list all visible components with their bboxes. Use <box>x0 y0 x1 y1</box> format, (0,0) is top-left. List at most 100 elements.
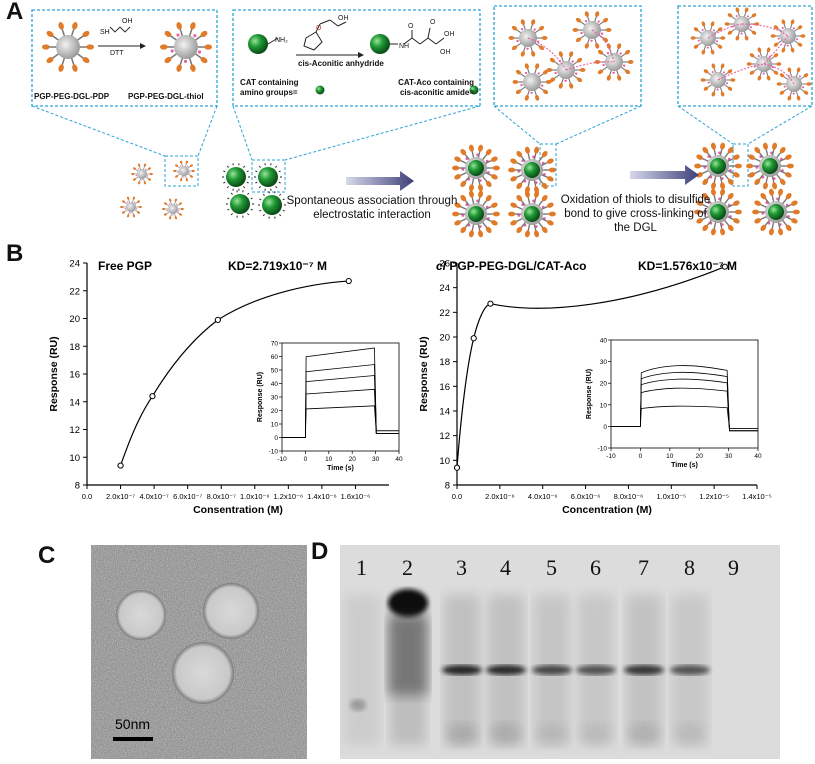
x-tick-label: 1.0x10⁻⁶ <box>240 492 270 501</box>
inset-x-tick: -10 <box>606 453 616 460</box>
inset-x-tick: 10 <box>666 453 674 460</box>
dendrimer <box>120 196 142 218</box>
gel-lane-label: 9 <box>728 555 739 580</box>
inset-trace <box>611 371 758 432</box>
x-tick-label: 1.2x10⁻⁵ <box>699 492 729 501</box>
electrophoresis-gel <box>340 545 780 759</box>
inset-trace <box>611 387 758 432</box>
inset-y-tick: 10 <box>271 422 279 429</box>
inset-x-tick: 10 <box>325 456 333 463</box>
x-tick-label: 1.2x10⁻⁶ <box>274 492 304 501</box>
data-point <box>117 462 124 469</box>
lane-band <box>442 665 482 675</box>
x-tick-label: 0.0 <box>82 492 92 501</box>
scale-bar-label: 50nm <box>115 716 151 732</box>
svg-text:O: O <box>430 19 436 26</box>
x-tick-label: 1.4x10⁻⁵ <box>742 492 772 501</box>
caption-association: Spontaneous association through electros… <box>286 195 458 221</box>
y-tick-label: 14 <box>439 407 450 418</box>
dendrimer <box>159 22 213 72</box>
inset-y-tick: -10 <box>269 449 279 456</box>
inset-x-tick: 30 <box>725 453 733 460</box>
inset-y-tick: 50 <box>271 368 279 375</box>
scale-bar <box>113 737 153 741</box>
inset-y-tick: 40 <box>600 338 608 345</box>
data-point <box>214 316 221 323</box>
inset-y-tick: 30 <box>600 359 608 366</box>
y-tick-label: 22 <box>439 308 450 319</box>
inset-y-tick: 30 <box>271 395 279 402</box>
data-point <box>345 277 352 285</box>
data-point <box>721 263 728 270</box>
x-axis-label: Concentration (M) <box>562 504 652 516</box>
panel-a-scheme: NH O OH O OH O OH <box>31 5 813 238</box>
data-point <box>487 300 494 307</box>
thiol-oh: OH <box>122 18 133 25</box>
data-point <box>470 335 477 342</box>
inset-x-tick: 40 <box>754 453 762 460</box>
dendrimer <box>572 11 612 49</box>
panel-b-label: B <box>6 240 24 267</box>
lane-band <box>486 665 526 675</box>
reagent-dtt: DTT <box>110 50 124 57</box>
inset-y-tick: 0 <box>603 424 607 431</box>
inset-y-tick: 60 <box>271 354 279 361</box>
x-tick-label: 8.0x10⁻⁶ <box>614 492 644 501</box>
cat-protein <box>258 191 286 219</box>
x-tick-label: 6.0x10⁻⁷ <box>173 492 202 501</box>
nanoparticle <box>116 590 166 640</box>
y-axis-label: Response (RU) <box>48 336 60 411</box>
inset-y-label: Response (RU) <box>257 372 264 422</box>
chart-title: Free PGP <box>98 259 152 273</box>
y-tick-label: 14 <box>69 397 80 408</box>
cat-core <box>468 206 484 222</box>
svg-text:O: O <box>408 23 414 30</box>
x-tick-label: 1.0x10⁻⁵ <box>656 492 686 501</box>
x-tick-label: 8.0x10⁻⁷ <box>207 492 236 501</box>
inset-y-label: Response (RU) <box>586 369 593 419</box>
box-aconitylation <box>232 9 481 107</box>
zoom-lines <box>31 105 813 161</box>
y-tick-label: 10 <box>439 456 450 467</box>
inset-x-label: Time (s) <box>671 462 698 469</box>
cat-protein <box>254 163 282 191</box>
data-point <box>453 464 461 471</box>
lane-band <box>576 665 616 675</box>
cat-core <box>468 160 484 176</box>
band-intense <box>388 589 428 617</box>
cat-protein <box>226 190 254 218</box>
data-point <box>149 393 156 400</box>
svg-text:OH: OH <box>440 49 451 56</box>
y-tick-label: 16 <box>439 382 450 393</box>
legend-cat-amino: CAT containing amino groups= <box>240 78 299 97</box>
cat-core <box>768 204 784 220</box>
arrow-association <box>346 171 414 191</box>
y-tick-label: 18 <box>69 342 80 353</box>
y-tick-label: 26 <box>439 259 450 270</box>
legend-cat-aco: CAT-Aco containing cis-aconitic amide= <box>398 78 474 97</box>
caption-oxidation: Oxidation of thiols to disulfide bond to… <box>560 194 711 234</box>
x-axis-label: Consentration (M) <box>193 504 283 516</box>
y-tick-label: 20 <box>69 314 80 325</box>
dendrimer <box>41 22 95 72</box>
gel-lane-label: 6 <box>590 555 601 580</box>
cat-core <box>524 206 540 222</box>
inset-y-tick: 70 <box>271 341 279 348</box>
y-tick-label: 20 <box>439 333 450 344</box>
dendrimer <box>776 67 812 101</box>
lane-band <box>670 665 710 675</box>
dendrimer <box>173 160 195 182</box>
y-tick-label: 18 <box>439 357 450 368</box>
y-tick-label: 24 <box>439 283 450 294</box>
y-axis-label: Response (RU) <box>418 336 430 411</box>
amine-label: NH₂ <box>275 37 288 44</box>
y-tick-label: 12 <box>439 431 450 442</box>
label-pgp-peg-dgl-pdp: PGP-PEG-DGL-PDP <box>34 92 110 101</box>
cat-core <box>710 204 726 220</box>
gel-lane-label: 7 <box>638 555 649 580</box>
inset-y-tick: -10 <box>598 446 608 453</box>
svg-text:OH: OH <box>444 31 455 38</box>
